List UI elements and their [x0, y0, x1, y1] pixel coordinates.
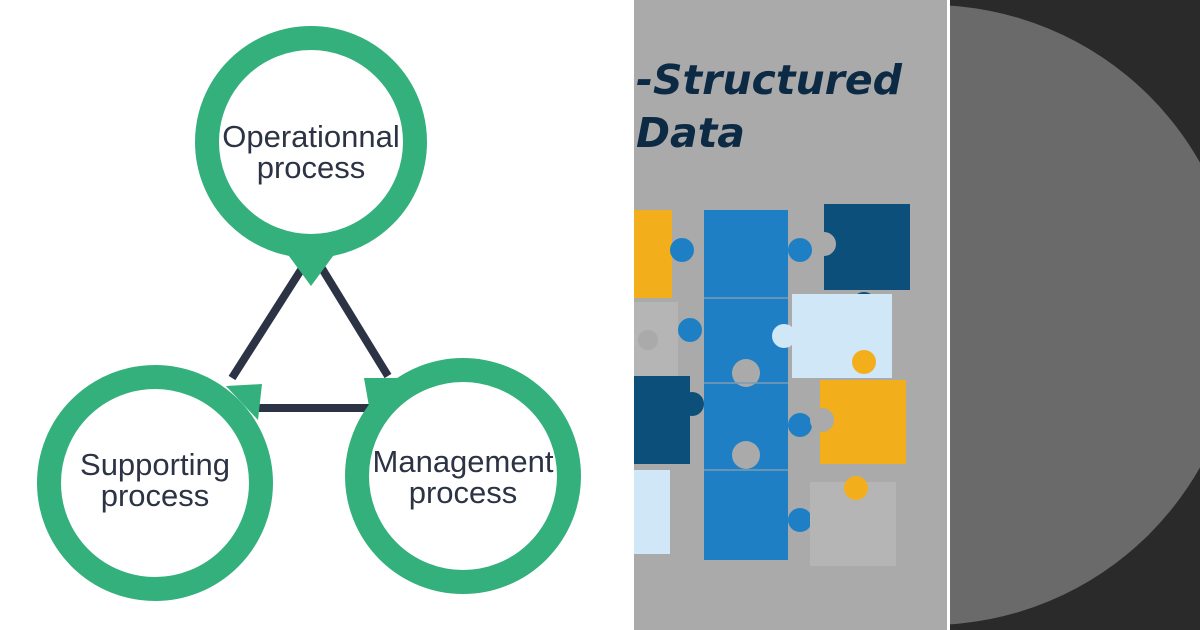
puzzle-piece-orange-left [634, 210, 672, 298]
operational-process-pointer [286, 252, 336, 286]
management-process-label-line1: Management [373, 444, 554, 479]
structured-data-artwork: -Structured Data [634, 56, 910, 566]
operational-process-label-line2: process [257, 150, 366, 185]
disc-panel [950, 0, 1200, 630]
operational-process-ring [195, 26, 427, 258]
connector-top-right [314, 259, 392, 379]
process-cycle-panel: Operationnal process Supporting process … [37, 26, 581, 601]
process-cycle-diagram: Operationnal process Supporting process … [37, 26, 581, 601]
management-process-pointer [364, 378, 398, 412]
operational-process-node: Operationnal process [195, 26, 427, 286]
supporting-process-label-line1: Supporting [80, 447, 230, 482]
management-process-node: Management process [345, 358, 581, 594]
panel-divider-1 [630, 0, 634, 630]
panel-divider-2 [947, 0, 951, 630]
gray-disc [950, 5, 1200, 625]
supporting-process-label-line2: process [101, 478, 210, 513]
cover-title-line2: Data [636, 109, 745, 157]
supporting-process-ring [37, 365, 273, 601]
supporting-process-pointer [226, 384, 262, 420]
operational-process-label-line1: Operationnal [222, 119, 400, 154]
cover-title-line1: -Structured [636, 56, 903, 104]
puzzle-piece-lightblue-left [634, 470, 670, 554]
management-process-ring [345, 358, 581, 594]
puzzle-piece-navy-top-right [824, 204, 910, 290]
disc-graphic [950, 5, 1200, 625]
puzzle-pieces-graphic [634, 204, 910, 566]
puzzle-piece-lightblue-right [792, 294, 892, 378]
connector-top-left [228, 259, 310, 381]
supporting-process-node: Supporting process [37, 365, 273, 601]
puzzle-piece-navy-left [634, 376, 690, 464]
puzzle-piece-orange-right [820, 380, 906, 464]
structured-data-cover: -Structured Data [634, 0, 950, 630]
management-process-label-line2: process [409, 475, 518, 510]
